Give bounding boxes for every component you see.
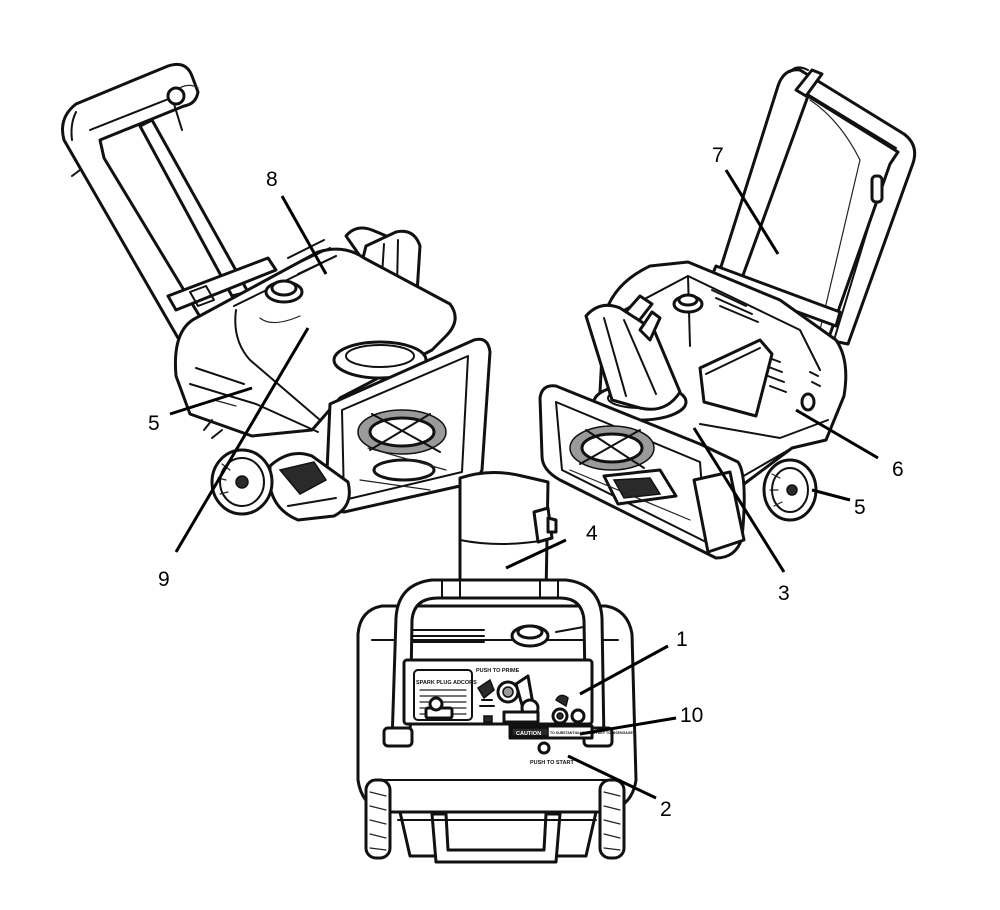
callout-numbers: 8 5 9 7 6 5 3 4 1 10 2: [148, 144, 904, 821]
fuel-cap-icon: [264, 279, 304, 304]
caution-label: CAUTION: [516, 731, 541, 737]
leader-5-left: [169, 386, 253, 416]
wheel-rear-right: [598, 778, 626, 860]
leader-2: [567, 754, 657, 800]
key-icon: [551, 694, 586, 725]
handle-right-view: [708, 66, 917, 346]
leader-1: [579, 644, 669, 696]
callout-1: 1: [676, 628, 688, 651]
scraper-left-view: [268, 452, 351, 522]
snowthrower-rear-view: SPARK PLUG ADCORS PUSH TO PRIME: [356, 471, 638, 864]
callout-2: 2: [660, 798, 672, 821]
leader-3: [692, 427, 786, 573]
leader-4: [505, 538, 567, 570]
leader-7: [724, 169, 780, 255]
control-panel: SPARK PLUG ADCORS PUSH TO PRIME: [402, 658, 594, 726]
callout-5-left: 5: [148, 412, 160, 435]
auger-housing-right-view: [538, 384, 746, 560]
spark-plug-label: SPARK PLUG ADCORS: [416, 680, 477, 686]
callout-5-right: 5: [854, 496, 866, 519]
leader-5-right: [811, 488, 851, 502]
snowthrower-right-view: [538, 66, 917, 560]
handle-left-view: [61, 62, 278, 340]
chute-right-view: [584, 303, 682, 411]
leader-6: [795, 408, 879, 460]
wheel-rear-left: [364, 778, 392, 860]
leader-10: [579, 716, 677, 736]
callout-4: 4: [586, 522, 598, 545]
engine-vents-left: [287, 239, 337, 275]
callout-7: 7: [712, 144, 724, 167]
callout-3: 3: [778, 582, 790, 605]
push-to-start-label: PUSH TO START: [530, 760, 574, 766]
engine-vents-rear: [409, 629, 485, 643]
snowthrower-left-view: [61, 62, 492, 522]
chute-rear-view: [458, 471, 558, 598]
callout-leaders: [169, 169, 879, 800]
callout-8: 8: [266, 168, 278, 191]
callout-10: 10: [680, 704, 703, 727]
handle-rear-view: [382, 578, 614, 748]
push-to-prime-label: PUSH TO PRIME: [476, 668, 520, 674]
callout-6: 6: [892, 458, 904, 481]
leader-8: [280, 195, 328, 275]
callout-9: 9: [158, 568, 170, 591]
wheel-right-view: [762, 458, 818, 522]
lower-frame-rear-view: [397, 810, 598, 864]
leader-9: [174, 327, 310, 553]
